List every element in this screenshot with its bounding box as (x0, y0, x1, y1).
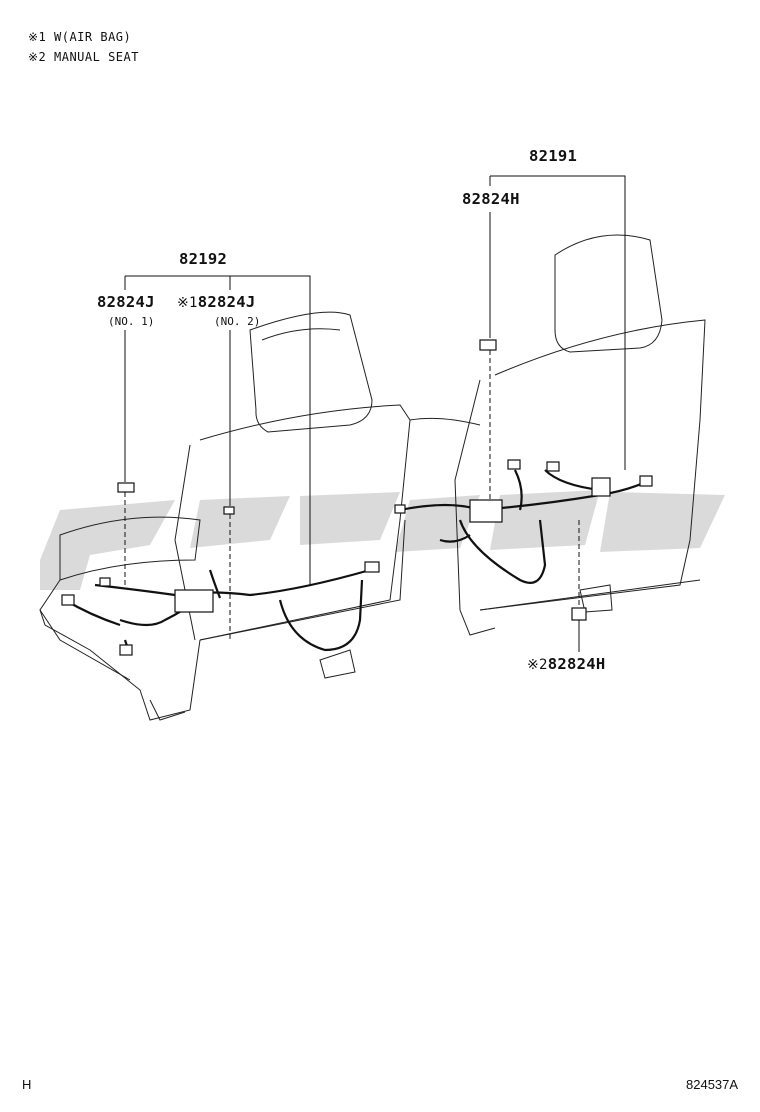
callout-82191: 82191 (529, 147, 578, 165)
right-connectors (394, 339, 653, 621)
callout-82824j-no2-sub: (NO. 2) (214, 315, 261, 328)
callout-82824j-no1-sub: (NO. 1) (108, 315, 155, 328)
note-mark-2: ※2 (527, 657, 548, 673)
callout-82824j-no2: ※182824J (177, 293, 256, 311)
right-seat (409, 234, 706, 636)
callout-82824j-no1: 82824J (97, 293, 155, 311)
leader-lines (124, 175, 626, 652)
watermark-logo (40, 490, 725, 590)
callout-82824h-bottom-code: 82824H (547, 655, 606, 673)
note-manual-seat: ※2 MANUAL SEAT (28, 50, 139, 64)
left-seat (39, 311, 411, 721)
callout-82824h-top: 82824H (462, 190, 520, 208)
footer-left-code: H (22, 1077, 32, 1092)
note-mark-1: ※1 (177, 295, 198, 311)
callout-82192: 82192 (179, 250, 228, 268)
note-airbag: ※1 W(AIR BAG) (28, 30, 132, 44)
left-harness (64, 568, 371, 656)
callout-82824h-bottom: ※282824H (527, 655, 606, 673)
callout-82824j-no2-code: 82824J (197, 293, 256, 311)
illustration-id: 824537A (686, 1077, 739, 1092)
left-connectors (61, 482, 380, 656)
